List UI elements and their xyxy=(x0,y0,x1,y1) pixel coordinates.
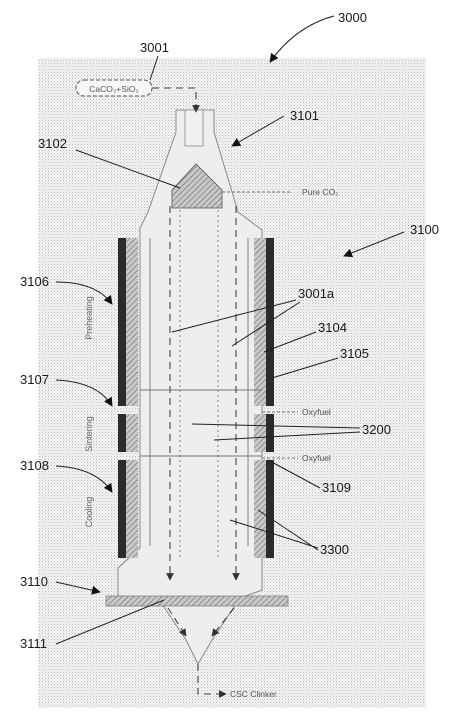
oxyfuel-label-2: Oxyfuel xyxy=(302,453,331,463)
zone-preheating-label: Preheating xyxy=(84,296,94,340)
product-path-right xyxy=(211,607,235,637)
leader-3200-1 xyxy=(191,423,361,429)
product-path xyxy=(167,607,187,637)
left-lining-middle xyxy=(126,414,138,452)
ref-3100: 3100 xyxy=(410,222,439,237)
leader-3107 xyxy=(55,379,113,407)
leader-3300-1 xyxy=(229,519,319,549)
leader-3106 xyxy=(55,281,113,305)
zone-sintering-label: Sintering xyxy=(84,416,94,452)
leader-3001 xyxy=(149,55,159,81)
pure-co2-label: Pure CO₂ xyxy=(302,187,338,197)
right-wall-lower xyxy=(266,460,274,558)
right-wall-middle xyxy=(266,414,274,452)
left-wall-lower xyxy=(118,460,126,558)
ref-3106: 3106 xyxy=(20,274,49,289)
right-lining-middle xyxy=(254,414,266,452)
left-lining-lower xyxy=(126,460,138,558)
leader-3000 xyxy=(269,15,335,63)
leader-3001a-2 xyxy=(231,301,301,347)
clinker-outlet xyxy=(197,664,227,698)
ref-3200: 3200 xyxy=(362,422,391,437)
bottom-grate xyxy=(105,595,289,607)
left-wall-middle xyxy=(118,414,126,452)
leader-3110 xyxy=(55,581,101,595)
leader-3101 xyxy=(231,115,285,147)
ref-3110: 3110 xyxy=(20,574,48,589)
left-lining-upper xyxy=(126,238,138,406)
ref-3001: 3001 xyxy=(140,40,169,55)
ref-3107: 3107 xyxy=(20,372,49,387)
leader-3102 xyxy=(75,149,181,189)
oxyfuel-label-1: Oxyfuel xyxy=(302,407,331,417)
product-label: CSC Clinker xyxy=(230,689,277,699)
ref-3108: 3108 xyxy=(20,458,49,473)
feed-box xyxy=(75,79,153,97)
leader-3200-2 xyxy=(213,431,361,441)
leader-3001a-1 xyxy=(171,299,297,333)
leader-3111 xyxy=(55,599,165,645)
leader-3109 xyxy=(267,459,321,489)
top-separator-cone xyxy=(171,163,223,209)
ref-3001a: 3001a xyxy=(298,286,335,301)
ref-3300: 3300 xyxy=(320,542,349,557)
ref-3109: 3109 xyxy=(322,480,351,495)
ref-3104: 3104 xyxy=(318,320,347,335)
leader-3105 xyxy=(271,357,339,379)
inlet-pipe xyxy=(184,109,204,147)
right-lining-lower xyxy=(254,460,266,558)
reactor-vessel xyxy=(117,109,263,666)
leader-3104 xyxy=(263,331,317,353)
right-lining-upper xyxy=(254,238,266,406)
left-wall-upper xyxy=(118,238,126,406)
ref-3105: 3105 xyxy=(340,346,369,361)
leader-3300-2 xyxy=(257,509,319,551)
zone-cooling-label: Cooling xyxy=(84,497,94,528)
ref-3111: 3111 xyxy=(20,636,47,651)
ref-3101: 3101 xyxy=(290,108,319,123)
feed-label: CaCO₃+SiO₂ xyxy=(89,84,139,94)
leader-3108 xyxy=(55,465,113,493)
feed-path xyxy=(152,87,200,113)
leader-3100 xyxy=(343,231,405,258)
ref-3102: 3102 xyxy=(38,136,67,151)
ref-3000: 3000 xyxy=(338,10,367,25)
